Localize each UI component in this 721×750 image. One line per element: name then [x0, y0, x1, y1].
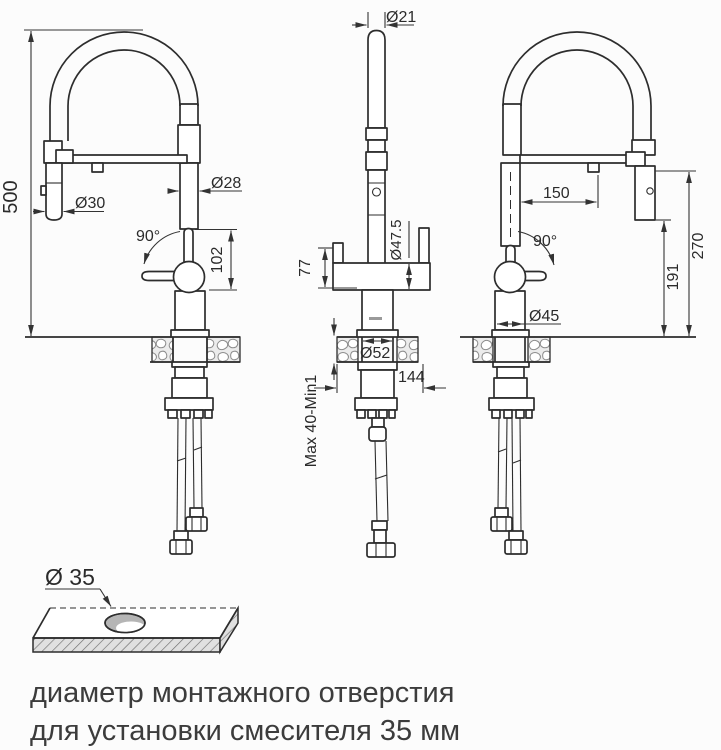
base-flange-left	[170, 329, 210, 338]
supply-hoses-right	[490, 417, 528, 555]
cartridge-stem-right	[505, 244, 516, 264]
dim-outlet-height: 270	[690, 233, 707, 260]
front-view	[332, 29, 431, 558]
dimensions: 500 Ø28 Ø30 90° 102 Ø21 77 Ø47.5 Ø52	[0, 9, 707, 467]
dim-shank-diameter: Ø52	[360, 345, 390, 362]
caption: диаметр монтажного отверстия для установ…	[30, 677, 460, 747]
dim-spout-reach: 150	[543, 185, 570, 202]
under-counter-assembly-left	[164, 361, 214, 555]
spray-head-left	[40, 140, 104, 221]
countertop-front	[336, 336, 419, 363]
dim-body-diameter: Ø47.5	[388, 220, 405, 261]
spout-arm-left	[57, 154, 188, 164]
dim-total-height: 500	[0, 180, 22, 213]
mounting-nut-front	[354, 397, 398, 419]
brand-mark	[369, 317, 382, 320]
base-flange-front	[356, 329, 399, 338]
under-counter-assembly-right	[488, 361, 535, 555]
left-port-front	[332, 242, 344, 264]
spout-arm-right	[519, 154, 633, 164]
column-upper-right	[502, 103, 522, 156]
handle-left	[141, 270, 177, 282]
ball-joint-right	[493, 260, 527, 294]
dim-upper-body-height: 102	[209, 247, 226, 274]
set-screw-hole	[371, 187, 382, 197]
faucet-body-left	[40, 31, 210, 338]
dim-mount-hole-diameter: Ø 35	[45, 564, 95, 590]
side-view-right	[460, 31, 696, 555]
supply-hose-front	[366, 417, 396, 558]
dim-base-diameter: Ø45	[529, 308, 559, 325]
mounting-nut-right	[488, 397, 535, 419]
caption-line-1: диаметр монтажного отверстия	[30, 677, 454, 709]
supply-hoses-left	[169, 417, 208, 555]
dim-column-diameter: Ø28	[211, 175, 241, 192]
dim-base-width: 144	[398, 369, 425, 386]
faucet-body-right	[491, 31, 656, 338]
dim-body-block-height: 77	[297, 259, 314, 277]
cartridge-stem-left	[183, 227, 194, 264]
dim-spout-tip-diameter: Ø21	[386, 9, 416, 26]
gooseneck-right	[502, 31, 652, 140]
base-flange-right	[491, 329, 530, 338]
dim-handle-angle-left: 90°	[136, 228, 160, 245]
base-body-left	[174, 290, 206, 331]
dim-mount-thickness: Max 40-Min1	[303, 375, 320, 468]
side-view-left	[25, 31, 241, 555]
spout-tube-front	[367, 29, 386, 129]
aerator-tab-right	[587, 162, 600, 173]
under-counter-assembly-front	[354, 361, 398, 558]
column-upper-left	[179, 103, 199, 126]
column-lower-left	[179, 162, 199, 230]
base-body-front	[361, 289, 394, 333]
mounting-hole-detail: Ø 35	[32, 564, 239, 655]
spray-head-right	[625, 139, 656, 221]
countertop-right	[460, 336, 696, 363]
body-block-front	[332, 262, 431, 291]
countertop-front-face	[32, 637, 221, 653]
countertop-left	[25, 336, 241, 363]
handle-right	[523, 270, 547, 282]
gooseneck-left	[49, 31, 199, 141]
handle-front	[418, 227, 430, 264]
faucet-body-front	[332, 29, 431, 338]
dim-spray-bottom-height: 191	[665, 264, 682, 291]
caption-line-2: для установки смесителя 35 мм	[30, 715, 460, 747]
dim-handle-angle-right: 90°	[533, 233, 557, 250]
ball-joint-left	[172, 260, 206, 294]
dim-spray-head-diameter: Ø30	[75, 195, 105, 212]
mounting-nut-left	[164, 397, 214, 419]
